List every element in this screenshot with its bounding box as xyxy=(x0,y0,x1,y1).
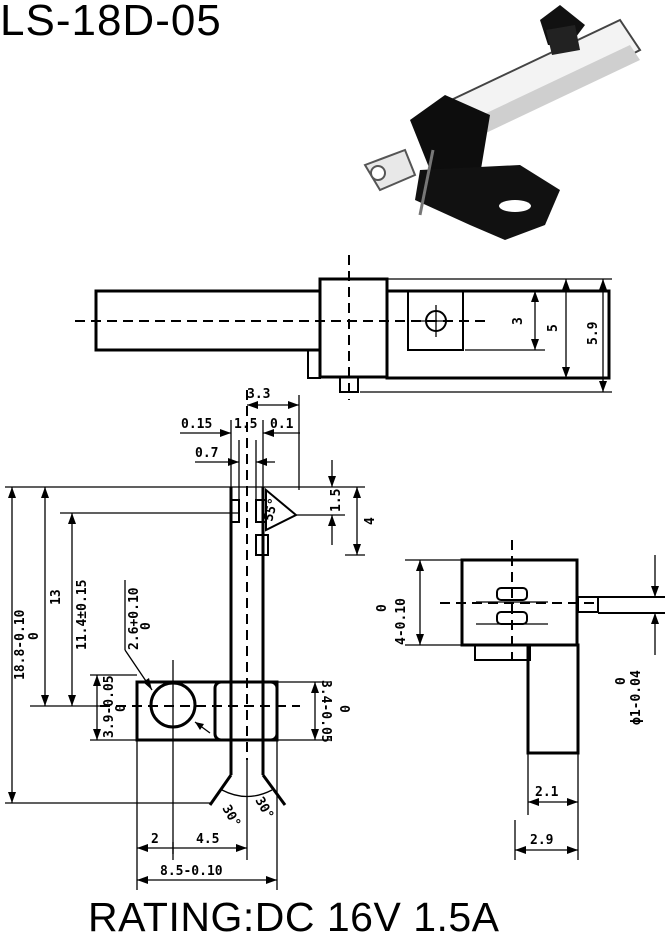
dim-0-1: 0.1 xyxy=(270,417,294,432)
dim-4-5: 4.5 xyxy=(196,832,219,847)
dim-4-0-10: 4-0.10 xyxy=(394,598,409,645)
dim-2-9: 2.9 xyxy=(530,833,553,848)
dim-30-right: 30° xyxy=(252,795,277,823)
dim-1-5-side: 1.5 xyxy=(329,489,344,512)
part-number-title: LS-18D-05 xyxy=(0,0,222,45)
dim-0-7: 0.7 xyxy=(195,446,218,461)
front-view xyxy=(5,390,365,890)
dim-phi1-sup: 0 xyxy=(614,677,629,685)
rating-label: RATING:DC 16V 1.5A xyxy=(88,894,500,940)
dim-30-left: 30° xyxy=(219,803,244,831)
dim-11-4: 11.4±0.15 xyxy=(75,580,90,650)
dim-3-3: 3.3 xyxy=(247,387,270,402)
top-view xyxy=(75,255,612,400)
dim-3-9-sup: 0 xyxy=(114,704,129,712)
dim-phi1: ϕ1-0.04 xyxy=(629,670,644,725)
side-view xyxy=(405,540,665,860)
dim-2: 2 xyxy=(151,832,159,847)
dim-18-8: 18.8-0.10 xyxy=(13,609,28,680)
dim-18-8-sup: 0 xyxy=(27,632,42,640)
dim-8-5: 8.5-0.10 xyxy=(160,864,223,879)
dim-3-4: 3.4-0.05 xyxy=(318,680,333,743)
dim-5: 5 xyxy=(546,324,561,332)
dim-3: 3 xyxy=(511,317,526,325)
dim-3-9: 3.9-0.05 xyxy=(102,675,117,738)
dim-2-6: 2.6+0.10 xyxy=(127,587,142,650)
dim-4-0-10-sup: 0 xyxy=(375,604,390,612)
dim-3-4-sup: 0 xyxy=(336,705,351,713)
dim-1-5-top: 1.5 xyxy=(234,417,257,432)
dim-13: 13 xyxy=(49,589,64,605)
dim-55-deg: 55° xyxy=(261,496,282,523)
dim-2-1: 2.1 xyxy=(535,785,559,800)
dim-0-15: 0.15 xyxy=(181,417,212,432)
dim-2-6-sup: 0 xyxy=(139,622,154,630)
dim-5-9: 5.9 xyxy=(586,322,601,345)
dim-4: 4 xyxy=(363,517,378,525)
